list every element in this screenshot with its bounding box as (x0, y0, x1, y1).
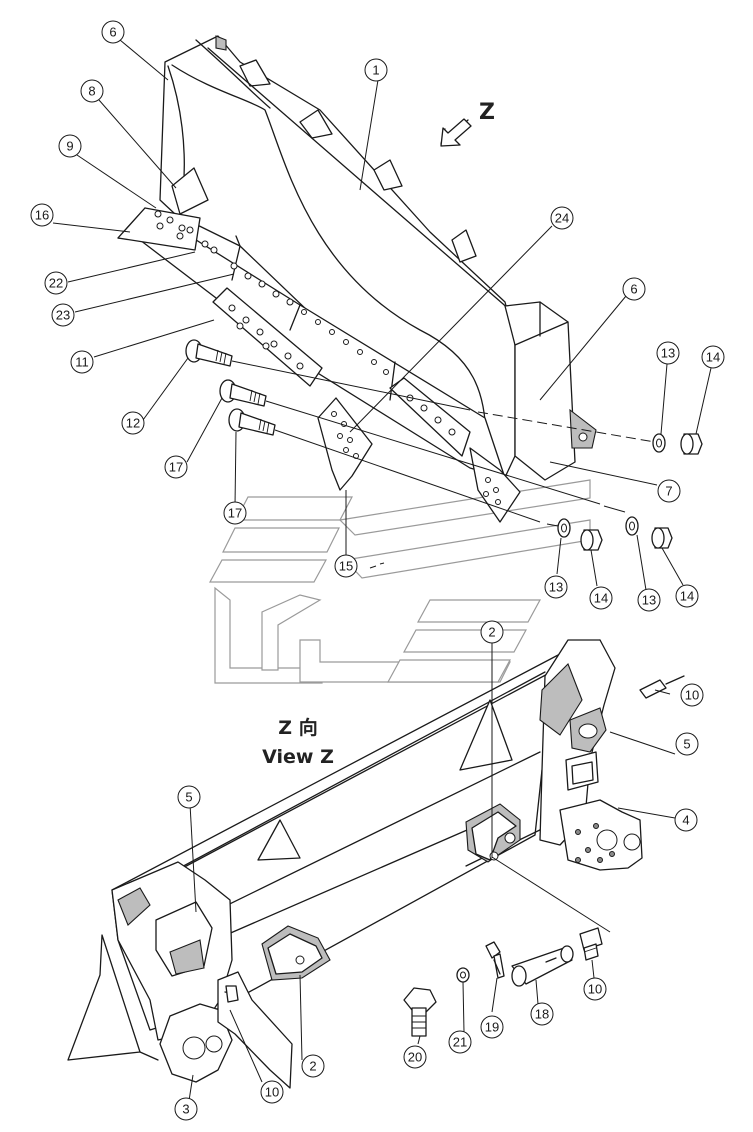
callout-6-right: 6 (622, 277, 646, 301)
svg-text:22: 22 (49, 276, 63, 291)
callout-12: 12 (121, 411, 145, 435)
watermark-logo (208, 479, 591, 684)
callout-14-right: 14 (675, 584, 699, 608)
svg-text:5: 5 (185, 790, 192, 805)
callout-15: 15 (334, 554, 358, 578)
svg-text:10: 10 (588, 982, 602, 997)
bolt-17-lower (228, 408, 276, 436)
callout-22: 22 (44, 271, 68, 295)
svg-text:10: 10 (685, 688, 699, 703)
svg-text:13: 13 (642, 593, 656, 608)
view-label-line2: View Z (262, 746, 334, 768)
callout-13-mid: 13 (544, 575, 568, 599)
callout-2-lower: 2 (301, 1054, 325, 1078)
cutting-edge-holes (154, 210, 389, 375)
blade-frame-assembly (67, 639, 685, 1089)
view-direction-arrow: Z (440, 100, 495, 147)
svg-text:17: 17 (169, 460, 183, 475)
lower-fasteners (403, 856, 611, 1037)
svg-text:13: 13 (661, 346, 675, 361)
svg-text:14: 14 (594, 591, 608, 606)
callout-18: 18 (530, 1002, 554, 1026)
svg-text:18: 18 (535, 1007, 549, 1022)
svg-text:24: 24 (555, 211, 569, 226)
callout-23: 23 (51, 303, 75, 327)
view-label-line1: Z 向 (278, 716, 317, 739)
svg-text:14: 14 (680, 589, 694, 604)
svg-text:12: 12 (126, 416, 140, 431)
bolt-12 (185, 339, 233, 367)
svg-text:6: 6 (109, 25, 116, 40)
svg-text:11: 11 (75, 355, 89, 370)
callout-10-lower-right: 10 (583, 977, 607, 1001)
callout-14-upper-right: 14 (701, 345, 725, 369)
callout-24: 24 (550, 206, 574, 230)
callout-17-lower: 17 (223, 501, 247, 525)
callout-11: 11 (70, 350, 94, 374)
svg-text:6: 6 (630, 282, 637, 297)
svg-text:15: 15 (339, 559, 353, 574)
svg-text:4: 4 (682, 813, 689, 828)
svg-text:17: 17 (228, 506, 242, 521)
svg-text:8: 8 (88, 84, 95, 99)
upper-fasteners (185, 339, 703, 569)
callout-1: 1 (364, 58, 388, 82)
blade-assembly (117, 35, 597, 523)
leader-lines (52, 39, 712, 1121)
svg-text:13: 13 (549, 580, 563, 595)
callout-3: 3 (174, 1097, 198, 1121)
svg-text:20: 20 (408, 1050, 422, 1065)
callout-20: 20 (403, 1045, 427, 1069)
svg-text:10: 10 (265, 1085, 279, 1100)
bolt-17-upper (219, 379, 267, 407)
callout-19: 19 (480, 1015, 504, 1039)
svg-text:14: 14 (706, 350, 720, 365)
callouts: 1 6 8 9 16 22 23 11 12 17 17 15 24 6 13 … (30, 20, 725, 1121)
svg-text:2: 2 (488, 625, 495, 640)
callout-10-lower-left: 10 (260, 1080, 284, 1104)
view-arrow-letter: Z (479, 100, 495, 125)
callout-10-top-right: 10 (680, 683, 704, 707)
svg-text:9: 9 (66, 139, 73, 154)
callout-21: 21 (448, 1030, 472, 1054)
svg-text:19: 19 (485, 1020, 499, 1035)
callout-17-upper: 17 (164, 455, 188, 479)
callout-4: 4 (674, 808, 698, 832)
callout-13-right: 13 (637, 588, 661, 612)
callout-9: 9 (58, 134, 82, 158)
callout-16: 16 (30, 203, 54, 227)
svg-text:3: 3 (182, 1102, 189, 1117)
callout-5-left: 5 (177, 785, 201, 809)
svg-text:16: 16 (35, 208, 49, 223)
svg-text:23: 23 (56, 308, 70, 323)
svg-text:21: 21 (453, 1035, 467, 1050)
callout-7: 7 (657, 479, 681, 503)
callout-6-top-left: 6 (101, 20, 125, 44)
callout-5-right: 5 (675, 732, 699, 756)
svg-text:2: 2 (309, 1059, 316, 1074)
svg-text:5: 5 (683, 737, 690, 752)
svg-text:7: 7 (665, 484, 672, 499)
callout-14-mid: 14 (589, 586, 613, 610)
callout-13-upper-right: 13 (656, 341, 680, 365)
svg-text:1: 1 (372, 63, 379, 78)
callout-2-top: 2 (480, 620, 504, 644)
callout-8: 8 (80, 79, 104, 103)
